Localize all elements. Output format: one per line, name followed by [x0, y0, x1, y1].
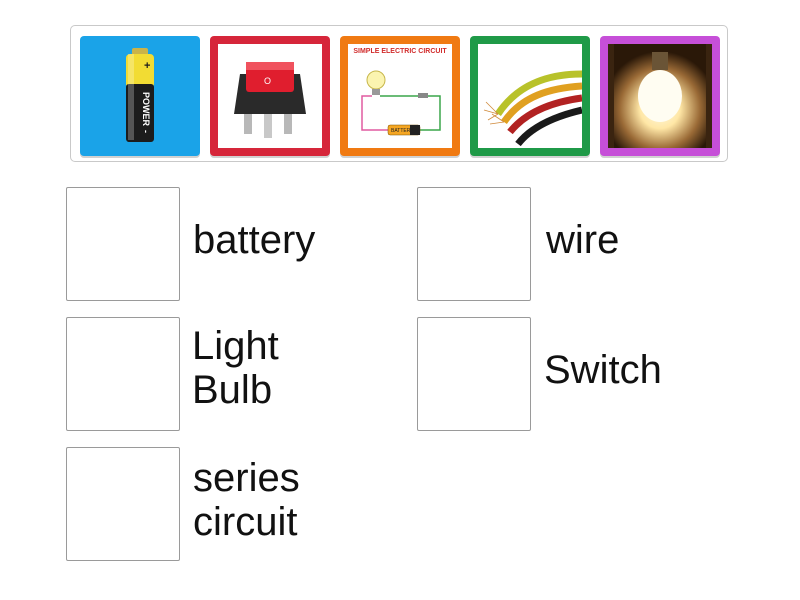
switch-image-card[interactable]: O — [210, 36, 330, 156]
image-tray: + POWER - O SIMPLE ELECTRIC CIRCUIT — [70, 25, 728, 162]
battery-image-card[interactable]: + POWER - — [80, 36, 200, 156]
drop-slot-light-bulb[interactable] — [66, 317, 180, 431]
switch-off-mark: O — [264, 76, 271, 86]
wires-icon — [478, 44, 582, 148]
svg-text:-: - — [141, 130, 151, 133]
glowing-bulb-icon — [608, 44, 712, 148]
drop-slot-battery[interactable] — [66, 187, 180, 301]
rocker-switch-icon: O — [218, 44, 322, 148]
circuit-title-text: SIMPLE ELECTRIC CIRCUIT — [353, 48, 447, 55]
series-circuit-image-card[interactable]: SIMPLE ELECTRIC CIRCUIT BATTERY — [340, 36, 460, 156]
drop-slot-wire[interactable] — [417, 187, 531, 301]
battery-power-text: POWER — [141, 92, 151, 127]
target-label-wire: wire — [546, 218, 620, 262]
target-label-series-circuit: series circuit — [193, 456, 300, 544]
drop-slot-switch[interactable] — [417, 317, 531, 431]
circuit-battery-text: BATTERY — [391, 128, 414, 134]
target-label-battery: battery — [193, 218, 316, 262]
wire-image-card[interactable] — [470, 36, 590, 156]
light-bulb-image-card[interactable] — [600, 36, 720, 156]
target-label-light-bulb: Light Bulb — [192, 324, 279, 412]
aa-battery-icon: + POWER - — [88, 44, 192, 148]
circuit-diagram-icon: SIMPLE ELECTRIC CIRCUIT BATTERY — [348, 44, 452, 148]
drop-slot-series-circuit[interactable] — [66, 447, 180, 561]
target-label-switch: Switch — [544, 348, 662, 392]
svg-text:+: + — [144, 60, 150, 72]
